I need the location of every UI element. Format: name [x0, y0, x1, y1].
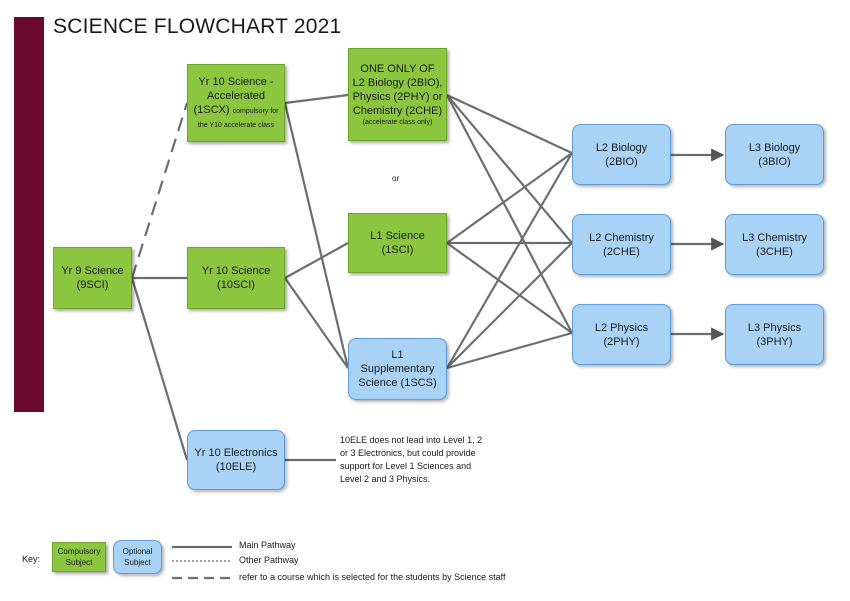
edge-l1sup-l2phy: [446, 331, 573, 370]
edge-l1sup-l2che: [446, 242, 573, 369]
edge-yr9-yr10ele: [130, 277, 189, 461]
edge-yr10sci-l1sci: [284, 242, 349, 279]
key-compulsory-box: Compulsory Subject: [52, 542, 106, 572]
edge-yr9-yr10acc: [130, 102, 189, 279]
node-yr10-electronics: Yr 10 Electronics (10ELE): [187, 430, 285, 490]
edge-oneonly-l2phy: [446, 94, 573, 334]
key-label: Key:: [22, 554, 41, 564]
legend-other-text: Other Pathway: [239, 555, 299, 565]
page-title: SCIENCE FLOWCHART 2021: [53, 15, 342, 38]
edge-l1sup-l2bio: [446, 152, 573, 369]
legend-main-text: Main Pathway: [239, 540, 296, 550]
node-l3-chemistry: L3 Chemistry (3CHE): [725, 214, 824, 275]
node-one-only-of: ONE ONLY OF L2 Biology (2BIO), Physics (…: [348, 48, 447, 141]
edge-yr10acc-oneonly: [284, 93, 349, 105]
electronics-note: 10ELE does not lead into Level 1, 2 or 3…: [340, 435, 483, 484]
node-l1-supplementary-science: L1 Supplementary Science (1SCS): [348, 338, 447, 400]
edge-l1sci-l2bio: [446, 152, 573, 244]
node-l1-science: L1 Science (1SCI): [348, 213, 447, 273]
key-optional-box: Optional Subject: [113, 540, 162, 574]
node-yr10-science-accelerated: Yr 10 Science - Accelerated (1SCX) compu…: [187, 64, 285, 142]
node-l2-chemistry: L2 Chemistry (2CHE): [572, 214, 671, 275]
node-l2-physics: L2 Physics (2PHY): [572, 304, 671, 365]
node-l2-biology: L2 Biology (2BIO): [572, 124, 671, 185]
node-l3-biology: L3 Biology (3BIO): [725, 124, 824, 185]
edge-l1sci-l2phy: [446, 242, 573, 334]
edge-oneonly-l2bio: [446, 94, 573, 154]
node-l3-physics: L3 Physics (3PHY): [725, 304, 824, 365]
edge-yr10sci-l1sup: [284, 277, 349, 369]
node-yr10-science: Yr 10 Science (10SCI): [187, 247, 285, 309]
legend-staff-text: refer to a course which is selected for …: [239, 572, 506, 582]
edge-oneonly-l2che: [446, 94, 573, 244]
or-label: or: [392, 174, 400, 183]
sidebar-bar: [14, 17, 44, 412]
node-yr9-science: Yr 9 Science (9SCI): [53, 247, 132, 309]
edge-yr10acc-l1sup: [283, 102, 350, 369]
